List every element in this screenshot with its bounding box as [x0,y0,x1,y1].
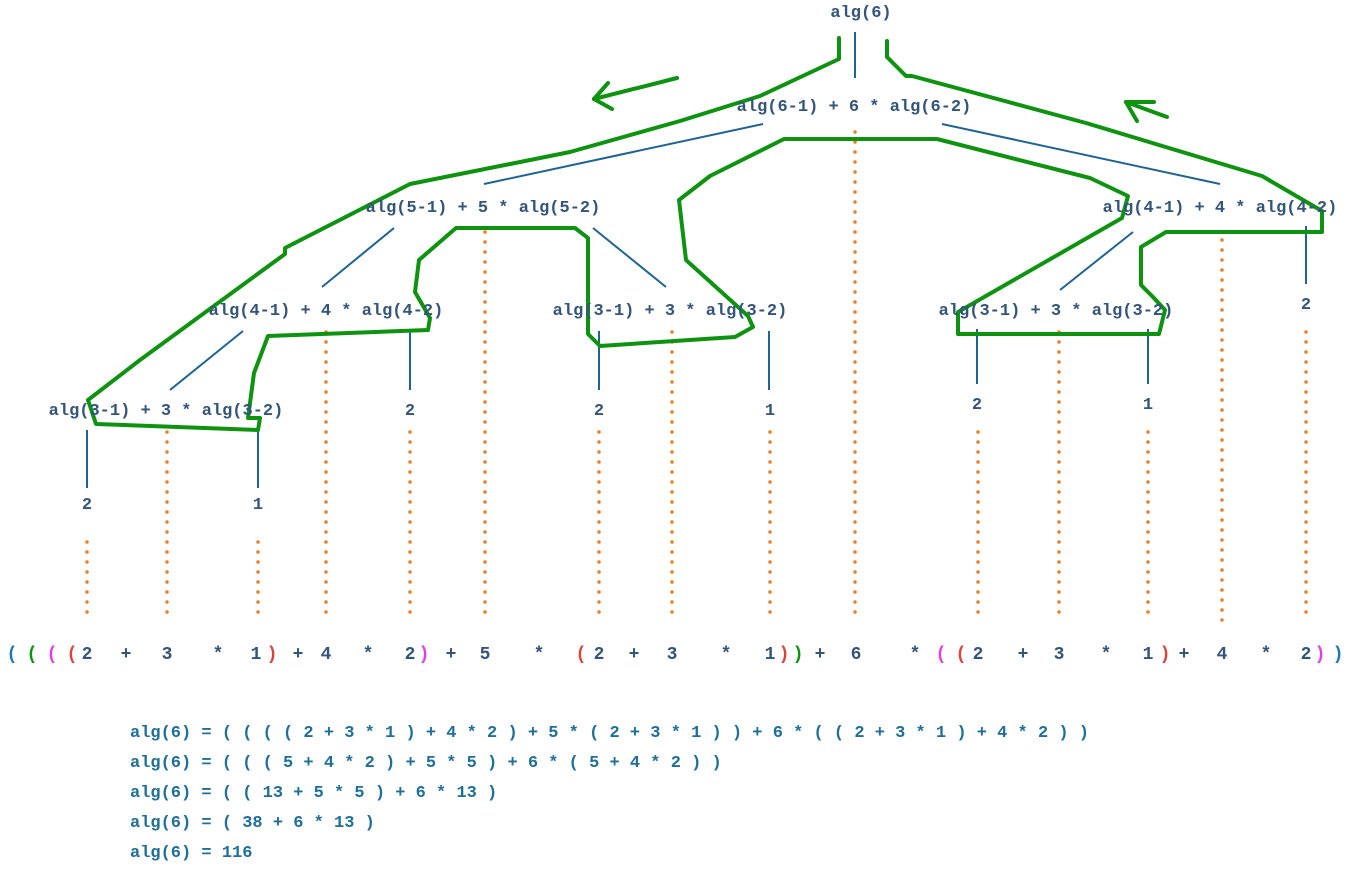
expression-token: * [213,645,224,665]
expression-token: 1 [1143,645,1154,665]
expression-token: 4 [1217,645,1228,665]
leaf-alg1-a: 1 [253,496,263,515]
node-alg3-right: alg(3-1) + 3 * alg(3-2) [939,302,1174,321]
expression-token: 2 [405,645,416,665]
edge-level1-left [483,123,764,185]
expression-token: + [815,645,826,665]
node-alg3-left: alg(3-1) + 3 * alg(3-2) [49,402,284,421]
node-alg5: alg(5-1) + 5 * alg(5-2) [366,199,601,218]
evaluation-step: alg(6) = ( ( ( 5 + 4 * 2 ) + 5 * 5 ) + 6… [130,754,722,773]
expression-token: 2 [594,645,605,665]
node-level1: alg(6-1) + 6 * alg(6-2) [737,98,972,117]
expression-token: 6 [851,645,862,665]
expression-token: + [121,645,132,665]
tree-edges [86,32,1307,488]
leaf-alg2-b: 2 [405,402,415,421]
node-alg4-left: alg(4-1) + 4 * alg(4-2) [209,302,444,321]
evaluation-step: alg(6) = ( ( ( ( 2 + 3 * 1 ) + 4 * 2 ) +… [130,724,1089,743]
arrow-up-left-icon [1124,100,1169,123]
leaf-alg1-c: 1 [765,402,775,421]
edge-level1-right [941,123,1221,185]
expression-token: * [1101,645,1112,665]
expression-paren: ( [47,645,58,665]
expression-paren: ( [956,645,967,665]
flattened-expression: ( ( ( (2 +3 * 1) +4 * 2) +5 * (2 +3 * 1)) +6 * ( (2 +3 * 1) +4 *… [7,645,1344,665]
expression-token: 2 [82,645,93,665]
expression-token: * [721,645,732,665]
expression-token: 3 [1054,645,1065,665]
expression-token: * [534,645,545,665]
edge-5-left [321,227,395,288]
leaf-alg2-right: 2 [1301,296,1311,315]
expression-paren: ) [779,645,790,665]
expression-token: * [1261,645,1272,665]
expression-token: 1 [765,645,776,665]
expression-token: 2 [973,645,984,665]
expression-token: 4 [321,645,332,665]
expression-token: 5 [480,645,491,665]
expression-paren: ) [1315,645,1326,665]
expression-paren: ) [1333,645,1344,665]
expression-paren: ) [793,645,804,665]
expression-token: * [910,645,921,665]
evaluation-step: alg(6) = ( ( 13 + 5 * 5 ) + 6 * 13 ) [130,784,498,803]
node-alg3-mid: alg(3-1) + 3 * alg(3-2) [553,302,788,321]
expression-token: + [1018,645,1029,665]
expression-paren: ( [7,645,18,665]
traversal-path-line [86,36,1324,432]
edge-4r-left [1059,231,1134,291]
expression-paren: ( [936,645,947,665]
expression-token: 1 [251,645,262,665]
expression-token: + [629,645,640,665]
expression-token: * [363,645,374,665]
leaf-alg2-a: 2 [82,496,92,515]
expression-token: 3 [162,645,173,665]
evaluation-step: alg(6) = ( 38 + 6 * 13 ) [130,814,375,833]
edge-5-right [592,227,667,288]
edge-4a-left [169,330,244,391]
evaluation-steps: alg(6) = ( ( ( ( 2 + 3 * 1 ) + 4 * 2 ) +… [130,722,1089,872]
traversal-path [86,36,1324,432]
leaf-alg2-c: 2 [594,402,604,421]
expression-paren: ) [419,645,430,665]
expression-paren: ( [67,645,78,665]
node-root: alg(6) [830,4,891,23]
expression-paren: ) [267,645,278,665]
leaf-alg1-d: 1 [1143,396,1153,415]
expression-token: + [1179,645,1190,665]
tree-nodes: alg(6) alg(6-1) + 6 * alg(6-2) alg(5-1) … [49,4,1338,515]
evaluation-step: alg(6) = 116 [130,844,253,863]
leaf-alg2-d: 2 [972,396,982,415]
expression-paren: ) [1160,645,1171,665]
expression-token: + [293,645,304,665]
expression-paren: ( [27,645,38,665]
node-alg4-right: alg(4-1) + 4 * alg(4-2) [1103,199,1338,218]
expression-token: 3 [667,645,678,665]
expression-token: 2 [1301,645,1312,665]
projection-dots [85,130,1308,624]
expression-token: + [446,645,457,665]
expression-paren: ( [576,645,587,665]
arrow-left-icon [592,76,679,111]
